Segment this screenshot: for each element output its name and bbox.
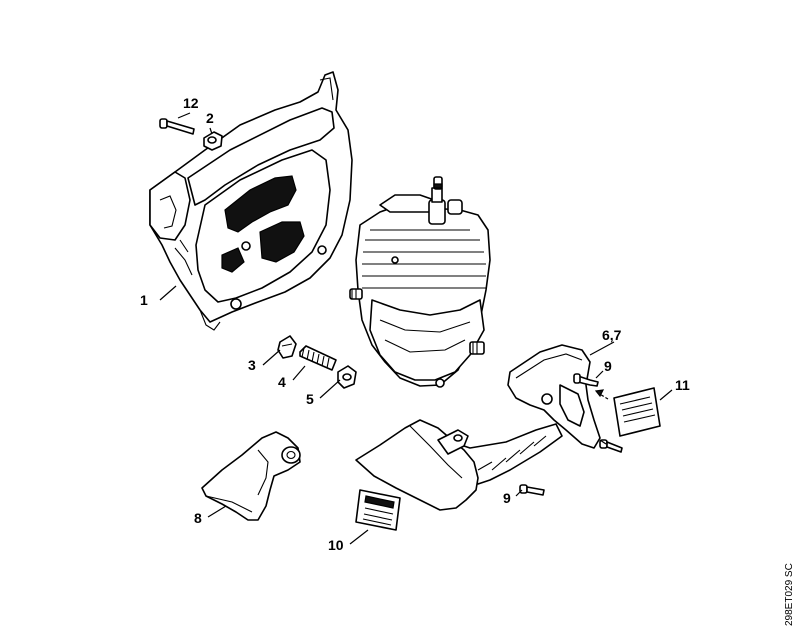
shroud-8	[201, 431, 301, 521]
callout-4: 4	[278, 374, 286, 390]
spring-4	[299, 345, 337, 371]
air-cover-10	[355, 419, 479, 511]
fan-housing	[149, 71, 353, 331]
engine-cylinder	[349, 176, 491, 388]
callout-labels: 1 12 2 3 4 5 6,7 9 11 9 8 10	[140, 95, 690, 553]
leader-lines	[159, 112, 673, 545]
screw-9-right	[599, 439, 623, 453]
callout-9-lower: 9	[503, 490, 511, 506]
screw-12	[159, 118, 195, 135]
callout-1: 1	[140, 292, 148, 308]
callout-2: 2	[206, 110, 214, 126]
nipple-3	[277, 335, 297, 359]
callout-9-upper: 9	[604, 358, 612, 374]
label-11	[594, 387, 661, 437]
drawing-code: 298ET029 SC	[784, 563, 795, 626]
callout-6-7: 6,7	[602, 327, 622, 343]
label-10	[355, 489, 401, 531]
bushing-2	[203, 131, 223, 151]
callout-10: 10	[328, 537, 344, 553]
callout-5: 5	[306, 391, 314, 407]
cap-5	[337, 365, 357, 389]
screw-9-lower	[519, 484, 545, 496]
callout-8: 8	[194, 510, 202, 526]
callout-11: 11	[675, 377, 690, 393]
callout-3: 3	[248, 357, 256, 373]
callout-12: 12	[183, 95, 199, 111]
screw-9-upper	[573, 373, 599, 387]
